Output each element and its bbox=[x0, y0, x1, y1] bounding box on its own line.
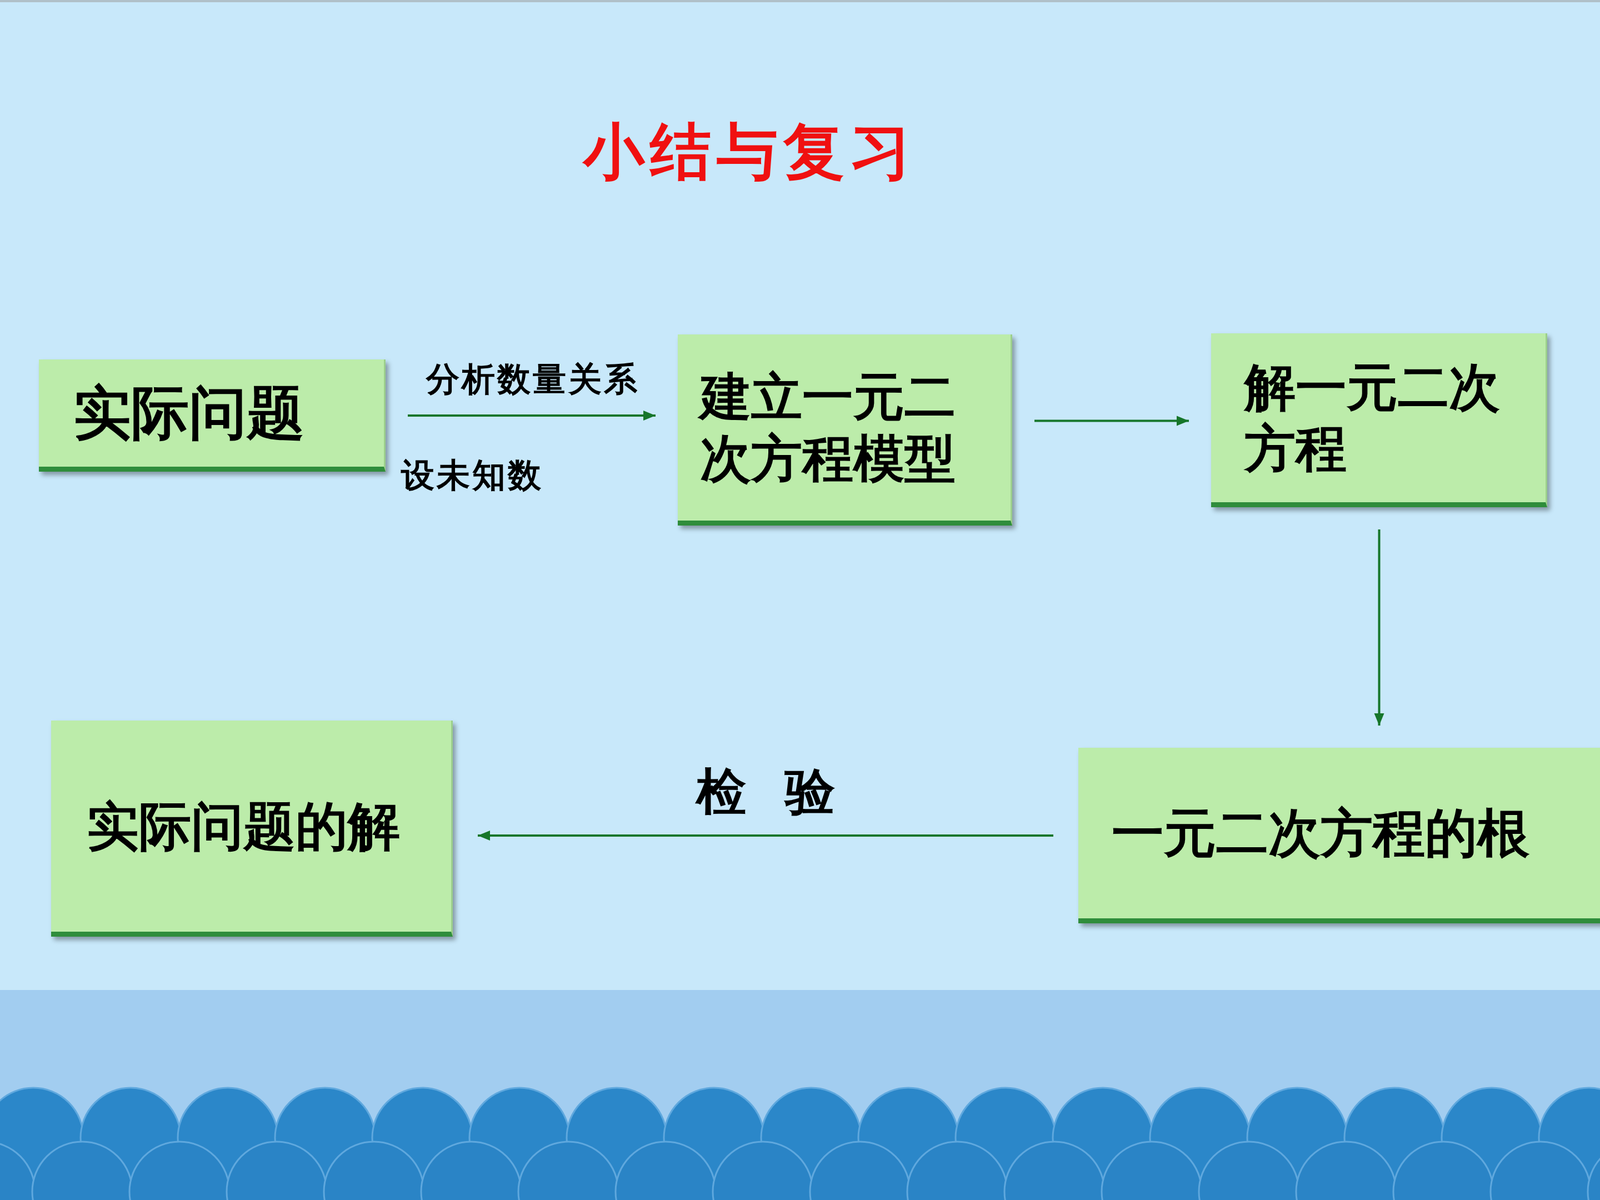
scallop bbox=[712, 1141, 813, 1200]
box-text: 实际问题 bbox=[73, 378, 305, 448]
process-box: 一元二次方程的根 bbox=[1078, 747, 1600, 924]
scallop bbox=[0, 1141, 35, 1200]
scallop bbox=[518, 1141, 619, 1200]
scallop bbox=[1296, 1141, 1397, 1200]
title: 小结与复习 bbox=[583, 111, 917, 194]
scallop bbox=[1490, 1141, 1591, 1200]
box-text: 实际问题的解 bbox=[86, 795, 400, 858]
process-box: 解一元二次方程 bbox=[1211, 333, 1548, 508]
edge-label: 分析数量关系 bbox=[426, 357, 640, 403]
arrow-head bbox=[643, 410, 656, 421]
flow-arrow bbox=[1034, 416, 1189, 427]
scallop bbox=[129, 1141, 230, 1200]
scallop bbox=[1198, 1141, 1299, 1200]
flow-arrow bbox=[1374, 529, 1385, 726]
arrow-line bbox=[1378, 529, 1381, 726]
arrow-head bbox=[1176, 416, 1189, 427]
scallop bbox=[810, 1141, 910, 1200]
scallop-row bbox=[0, 1087, 1600, 1200]
process-box: 建立一元二次方程模型 bbox=[677, 334, 1013, 526]
arrow-head bbox=[477, 830, 490, 841]
box-text: 建立一元二次方程模型 bbox=[700, 366, 989, 489]
scallop bbox=[907, 1141, 1008, 1200]
process-box: 实际问题的解 bbox=[51, 720, 453, 937]
top-edge bbox=[0, 0, 1600, 3]
scallop bbox=[1587, 1141, 1600, 1200]
scallop bbox=[615, 1141, 716, 1200]
box-text: 解一元二次方程 bbox=[1244, 356, 1513, 480]
process-box: 实际问题 bbox=[38, 359, 386, 472]
arrow-line bbox=[407, 414, 656, 417]
arrow-line bbox=[1034, 420, 1189, 423]
scallop bbox=[323, 1141, 424, 1200]
arrow-head bbox=[1374, 713, 1385, 726]
scallop bbox=[1004, 1141, 1105, 1200]
scallop bbox=[421, 1141, 522, 1200]
scallop bbox=[226, 1141, 327, 1200]
flow-arrow bbox=[407, 410, 656, 421]
scallop bbox=[1393, 1141, 1494, 1200]
box-text: 一元二次方程的根 bbox=[1111, 801, 1530, 865]
arrow-line bbox=[477, 834, 1054, 837]
flow-arrow bbox=[477, 830, 1054, 841]
scallop bbox=[1101, 1141, 1202, 1200]
edge-label: 检验 bbox=[696, 758, 874, 827]
step-note: 设未知数 bbox=[401, 453, 544, 499]
scallop bbox=[32, 1141, 133, 1200]
